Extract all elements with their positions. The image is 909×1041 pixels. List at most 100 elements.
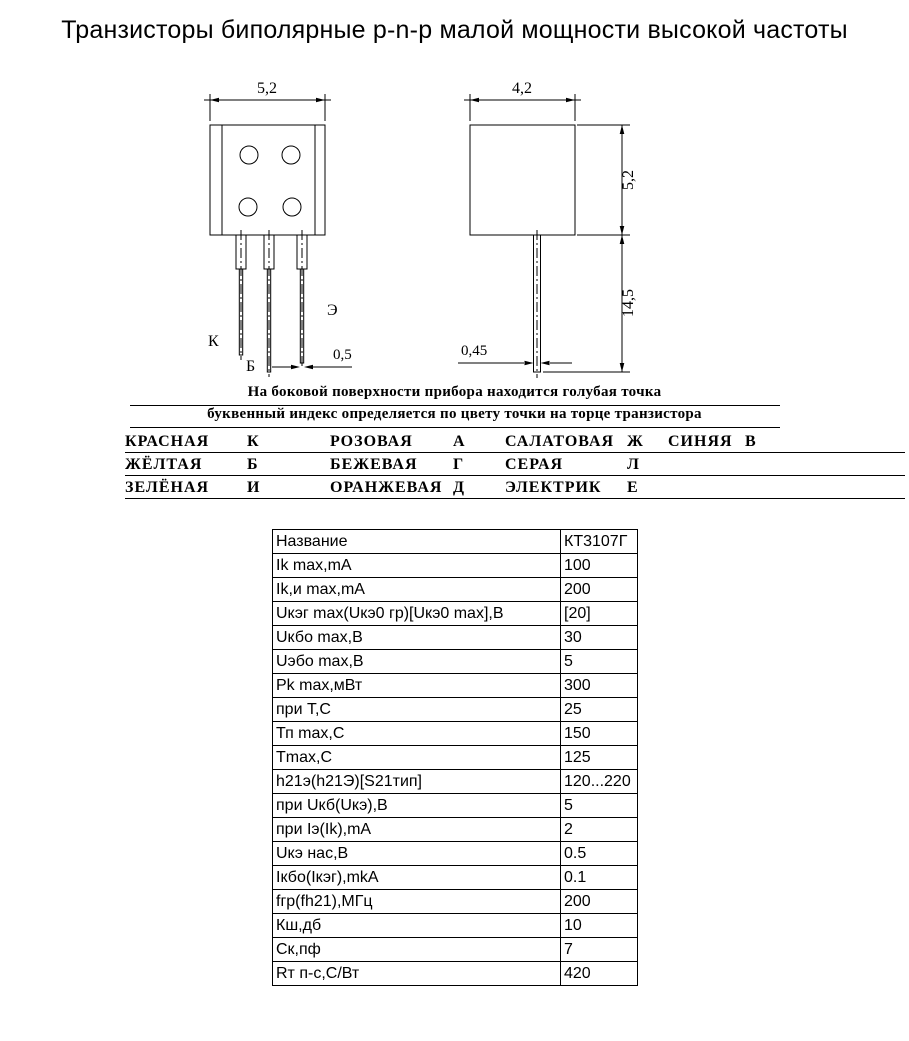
note-line-1: На боковой поверхности прибора находится…	[129, 384, 780, 406]
front-view	[204, 94, 352, 377]
color-name: СЕРАЯ	[505, 455, 564, 473]
color-name: ЗЕЛЁНАЯ	[125, 478, 210, 496]
color-name: РОЗОВАЯ	[330, 432, 413, 450]
emitter-label: Э	[327, 302, 338, 319]
spec-row: Uкэг max(Uкэ0 гр)[Uкэ0 max],В[20]	[272, 601, 638, 626]
color-code-row: КРАСНАЯ К РОЗОВАЯ А САЛАТОВАЯ Ж СИНЯЯ В	[125, 430, 905, 453]
spec-param: Uкэг max(Uкэ0 гр)[Uкэ0 max],В	[272, 601, 561, 626]
spec-param: Uкбо max,В	[272, 625, 561, 650]
side-body-height-label: 5,2	[620, 170, 637, 190]
spec-value: 300	[560, 673, 638, 698]
spec-param: h21э(h21Э)[S21тип]	[272, 769, 561, 794]
spec-param: Rт п-с,С/Вт	[272, 961, 561, 986]
color-code-letter: Д	[453, 478, 466, 496]
marking-notes: На боковой поверхности прибора находится…	[0, 384, 909, 428]
color-code-letter: Г	[453, 455, 465, 473]
side-lead	[533, 230, 541, 378]
spec-value: 200	[560, 577, 638, 602]
spec-param: при Iэ(Ik),mA	[272, 817, 561, 842]
base-label: Б	[246, 358, 255, 375]
spec-param: Ik max,mA	[272, 553, 561, 578]
front-leads	[235, 230, 308, 377]
spec-row: h21э(h21Э)[S21тип]120...220	[272, 769, 638, 794]
spec-param: Iкбо(Iкэг),mkA	[272, 865, 561, 890]
spec-value: 30	[560, 625, 638, 650]
side-lead-length-label: 14,5	[620, 289, 637, 317]
spec-param: Ск,пф	[272, 937, 561, 962]
front-lead-width-label: 0,5	[333, 347, 352, 363]
spec-param: Название	[272, 529, 561, 554]
spec-param: Uкэ нас,В	[272, 841, 561, 866]
note-line-2: буквенный индекс определяется по цвету т…	[129, 406, 780, 428]
spec-param: Кш,дб	[272, 913, 561, 938]
spec-value: КТ3107Г	[560, 529, 638, 554]
spec-value: 25	[560, 697, 638, 722]
color-code-letter: Е	[627, 478, 639, 496]
spec-param: при Т,С	[272, 697, 561, 722]
spec-value: 420	[560, 961, 638, 986]
spec-value: [20]	[560, 601, 638, 626]
color-name: САЛАТОВАЯ	[505, 432, 615, 450]
spec-value: 2	[560, 817, 638, 842]
color-name: КРАСНАЯ	[125, 432, 210, 450]
spec-value: 0.1	[560, 865, 638, 890]
spec-param: fгр(fh21),МГц	[272, 889, 561, 914]
color-code-letter: Л	[627, 455, 640, 473]
side-width-dimension	[464, 94, 581, 121]
front-width-label: 5,2	[257, 80, 277, 97]
side-lead-thickness-dimension	[458, 360, 572, 366]
front-lead-width-dimension	[272, 364, 352, 370]
front-width-dimension	[204, 94, 331, 121]
spec-value: 125	[560, 745, 638, 770]
color-code-letter: А	[453, 432, 466, 450]
side-body	[469, 124, 576, 236]
color-name: БЕЖЕВАЯ	[330, 455, 418, 473]
spec-param: Tmax,С	[272, 745, 561, 770]
side-view	[458, 94, 630, 378]
spec-value: 0.5	[560, 841, 638, 866]
body-hole	[238, 197, 258, 217]
color-name: ЖЁЛТАЯ	[125, 455, 203, 473]
spec-param: Uэбо max,В	[272, 649, 561, 674]
spec-value: 5	[560, 649, 638, 674]
spec-value: 150	[560, 721, 638, 746]
color-name: ОРАНЖЕВАЯ	[330, 478, 443, 496]
color-code-letter: И	[247, 478, 261, 496]
color-code-letter: Ж	[627, 432, 644, 450]
collector-label: К	[208, 333, 219, 350]
side-width-label: 4,2	[512, 80, 532, 97]
body-hole	[282, 197, 302, 217]
spec-param: при Uкб(Uкэ),В	[272, 793, 561, 818]
side-height-dimensions	[543, 124, 630, 373]
spec-param: Pk max,мВт	[272, 673, 561, 698]
color-name: СИНЯЯ	[668, 432, 733, 450]
package-drawings: 5,2 К Б Э 0,5 4,2 5,2 14,5 0,45	[204, 80, 637, 378]
spec-value: 7	[560, 937, 638, 962]
spec-value: 120...220	[560, 769, 638, 794]
spec-value: 100	[560, 553, 638, 578]
side-lead-thickness-label: 0,45	[461, 343, 487, 359]
front-body	[209, 124, 326, 236]
color-code-letter: К	[247, 432, 260, 450]
page-title: Транзисторы биполярные p-n-p малой мощно…	[61, 16, 848, 44]
color-code-letter: В	[745, 432, 757, 450]
